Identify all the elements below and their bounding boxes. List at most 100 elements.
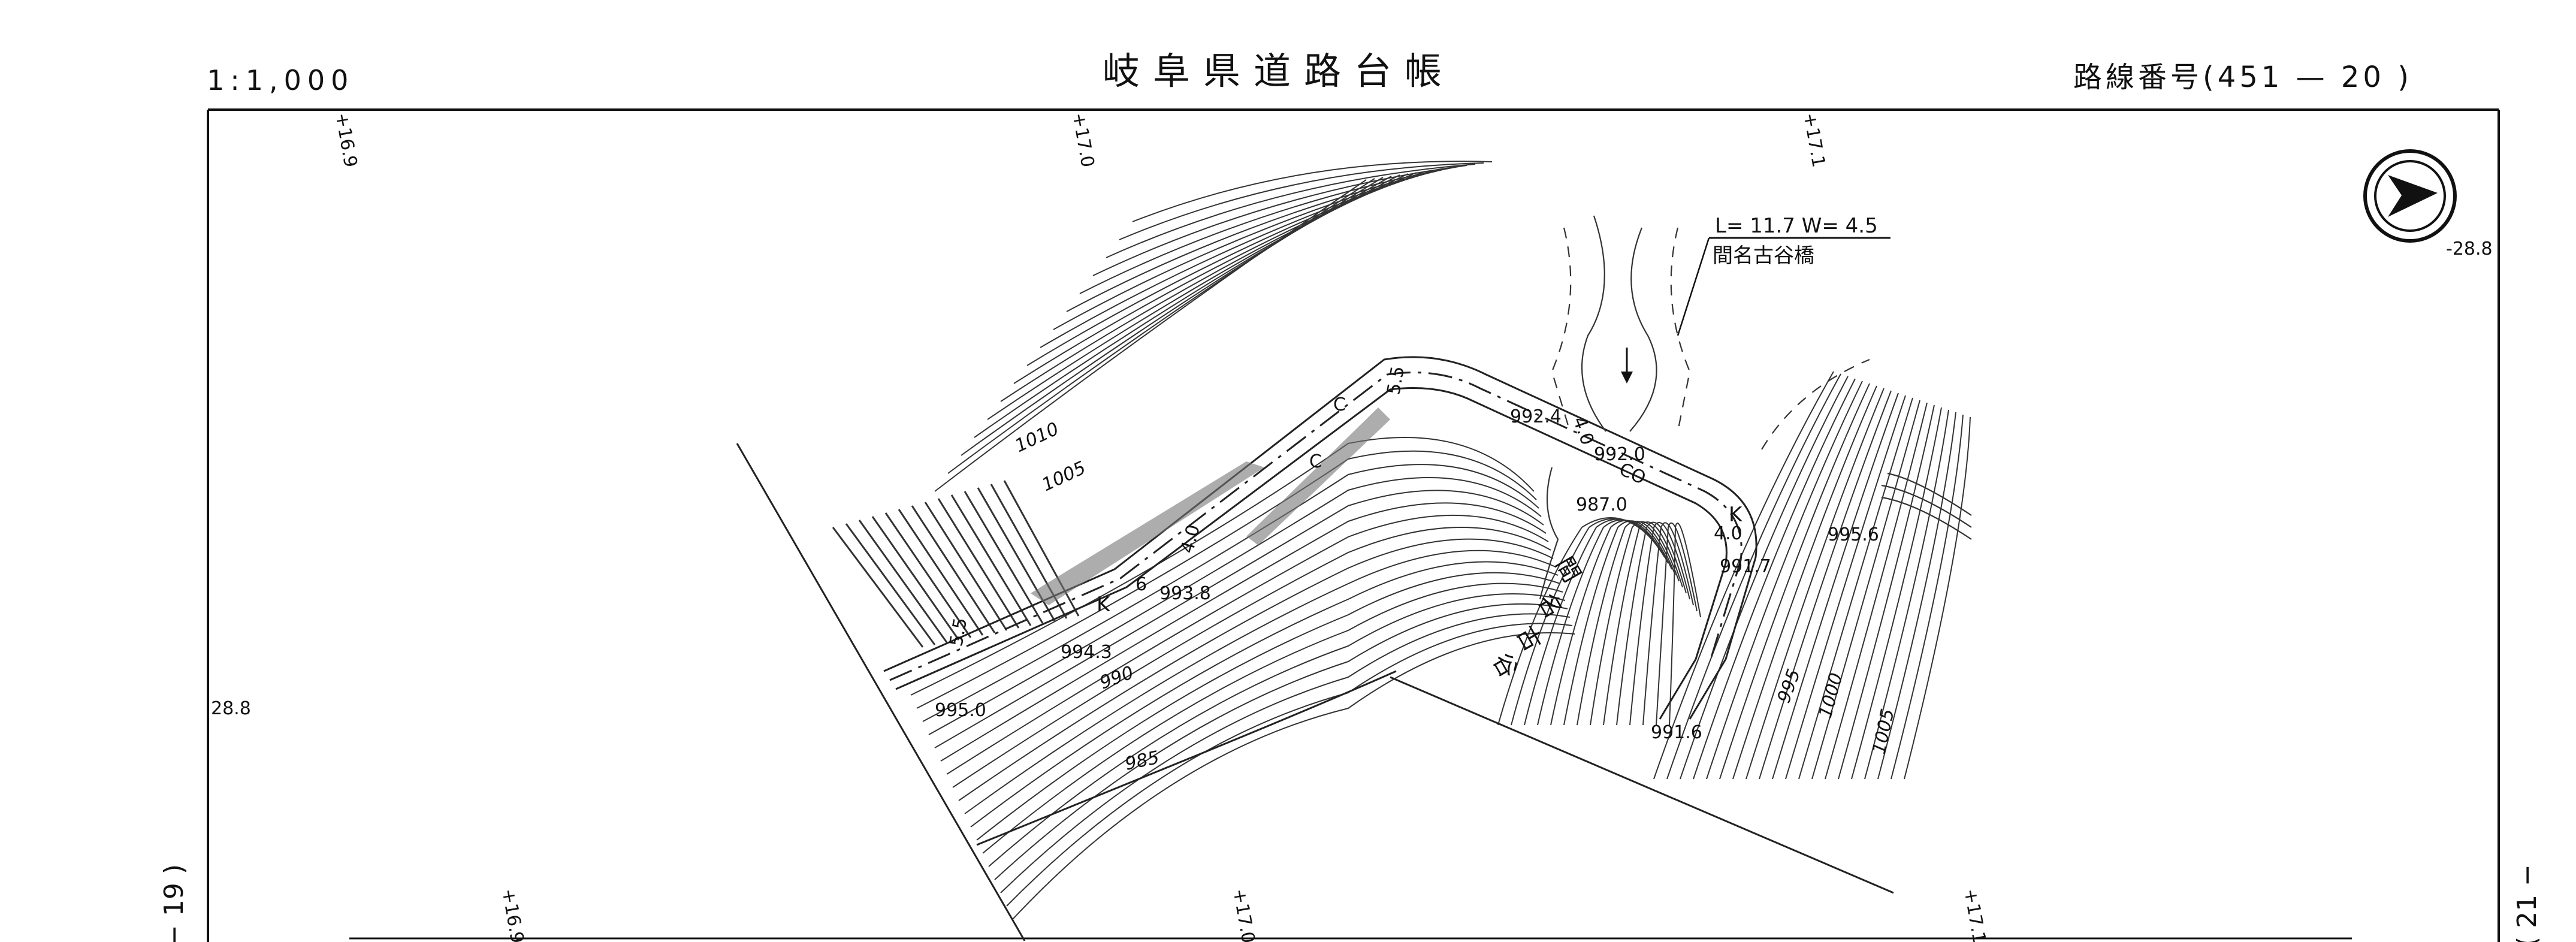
road-mark: 5.5 — [1383, 364, 1409, 396]
spot-elevation: 995.6 — [1828, 524, 1879, 545]
contour-line — [858, 520, 948, 643]
grid-label-top-171: +17.1 — [1799, 111, 1829, 169]
scale-label: 1:1,000 — [207, 64, 354, 96]
grid-label-left: 28.8 — [211, 698, 251, 719]
contour-line — [1013, 172, 1417, 384]
map-frame — [207, 108, 2500, 942]
route-number: 路線番号(451 — 20 ) — [2073, 61, 2412, 94]
spot-elevation: 987.0 — [1576, 494, 1627, 515]
spot-elevation: 992.4 — [1510, 406, 1562, 427]
map-title: 岐阜県道路台帳 — [1103, 49, 1455, 93]
contour-line — [1066, 167, 1451, 312]
contour-line — [1825, 402, 1928, 780]
road-mark: 4.0 — [1177, 523, 1204, 555]
contour-line — [1590, 521, 1680, 726]
contour-label: 1005 — [1869, 707, 1899, 756]
contour-line — [1053, 168, 1442, 330]
contour-line — [1092, 165, 1467, 276]
contour-line — [871, 516, 960, 641]
grid-label-bottom-170: +17.0 — [1228, 887, 1258, 942]
valley-char: 名 — [1532, 588, 1568, 623]
grid-label-bottom-171: +17.1 — [1959, 887, 1989, 942]
contour-line — [1012, 632, 1575, 920]
sheet-link-left[interactable]: − 19 ) — [159, 864, 189, 942]
contour-line — [1006, 623, 1573, 907]
contour-line — [1877, 412, 1956, 780]
spot-elevation: 994.3 — [1061, 642, 1112, 663]
contour-line — [970, 561, 1559, 828]
contour-line — [940, 502, 1547, 762]
contour-line — [1106, 164, 1476, 258]
contour-line — [1838, 404, 1935, 780]
grid-label-top-170: +17.0 — [1068, 111, 1098, 169]
north-arrow-icon — [2363, 149, 2457, 243]
bridge-name: 間名古谷橋 — [1713, 244, 1814, 268]
contour-line — [1798, 397, 1913, 780]
contour-line — [1629, 522, 1690, 726]
contour-line — [964, 491, 1044, 624]
contour-line — [1706, 381, 1863, 780]
contour-line — [1851, 407, 1942, 780]
contour-line — [982, 582, 1563, 854]
contour-line — [1811, 400, 1920, 780]
contour-line — [1772, 393, 1899, 780]
contour-line — [964, 550, 1556, 814]
grid-label-right: -28.8 — [2446, 238, 2493, 259]
contour-line — [845, 523, 936, 645]
contour-line — [1079, 166, 1459, 294]
grid-label-top-169: +16.9 — [331, 111, 361, 169]
road — [883, 356, 1757, 720]
spot-elevation: 992.0 — [1594, 444, 1645, 465]
contour-line — [1693, 378, 1856, 780]
spot-elevation: 991.7 — [1720, 556, 1771, 577]
contour-line — [1524, 518, 1662, 726]
contour-line — [934, 490, 1544, 748]
contour-line — [1745, 388, 1885, 780]
stream — [1539, 215, 1972, 600]
contour-line — [952, 527, 1551, 788]
contour-line — [958, 538, 1554, 801]
contour-line — [1785, 395, 1906, 780]
contour-line — [910, 437, 1535, 696]
bridge-dimensions: L= 11.7 W= 4.5 — [1715, 214, 1878, 238]
contour-line — [1759, 390, 1892, 780]
contour-line — [1000, 613, 1571, 893]
contour-labels: 1010 1005 990 985 995 1000 1005 — [1012, 418, 1899, 775]
road-mark: 6 — [1136, 574, 1147, 595]
contour-line — [1680, 376, 1849, 780]
contour-line — [898, 509, 984, 636]
grid-label-bottom-169: +16.9 — [497, 887, 527, 942]
contour-line — [950, 494, 1032, 626]
contour-line — [911, 505, 996, 633]
contour-label: 1005 — [1039, 457, 1089, 496]
contour-line — [1904, 416, 1971, 780]
contour-line — [1563, 520, 1672, 726]
road-mark: C — [1333, 394, 1346, 415]
sheet-link-right[interactable]: ( 21 − — [2512, 864, 2542, 942]
contour-line — [1026, 171, 1426, 366]
valley-char: 古 — [1511, 621, 1547, 656]
spot-elevations: 992.4 992.0 987.0 995.6 991.7 993.8 994.… — [935, 406, 1879, 743]
contour-line — [1119, 162, 1484, 240]
road-mark: 5.5 — [946, 616, 971, 648]
contour-label: 985 — [1123, 747, 1161, 775]
contour-line — [928, 476, 1542, 735]
spot-elevation: 993.8 — [1159, 583, 1211, 604]
road-mark: K — [1729, 503, 1743, 527]
contour-line — [924, 502, 1008, 631]
contour-line — [884, 512, 972, 638]
contour-line — [1656, 522, 1698, 726]
contour-label: 995 — [1774, 666, 1805, 706]
contour-line — [1864, 409, 1949, 780]
contour-line — [1669, 523, 1701, 726]
road-mark: C — [1309, 451, 1322, 472]
contour-line — [1732, 385, 1877, 780]
road-mark: K — [1097, 593, 1111, 617]
road-mark: 4.0 — [1568, 414, 1597, 448]
grid-labels: +16.9 +17.0 +17.1 +16.9 +17.0 +17.1 28.8… — [211, 111, 2493, 942]
contour-line — [832, 527, 924, 648]
valley-name: 間 名 古 谷 — [1487, 552, 1586, 683]
contour-lines — [832, 161, 1971, 920]
contour-line — [1719, 383, 1870, 780]
